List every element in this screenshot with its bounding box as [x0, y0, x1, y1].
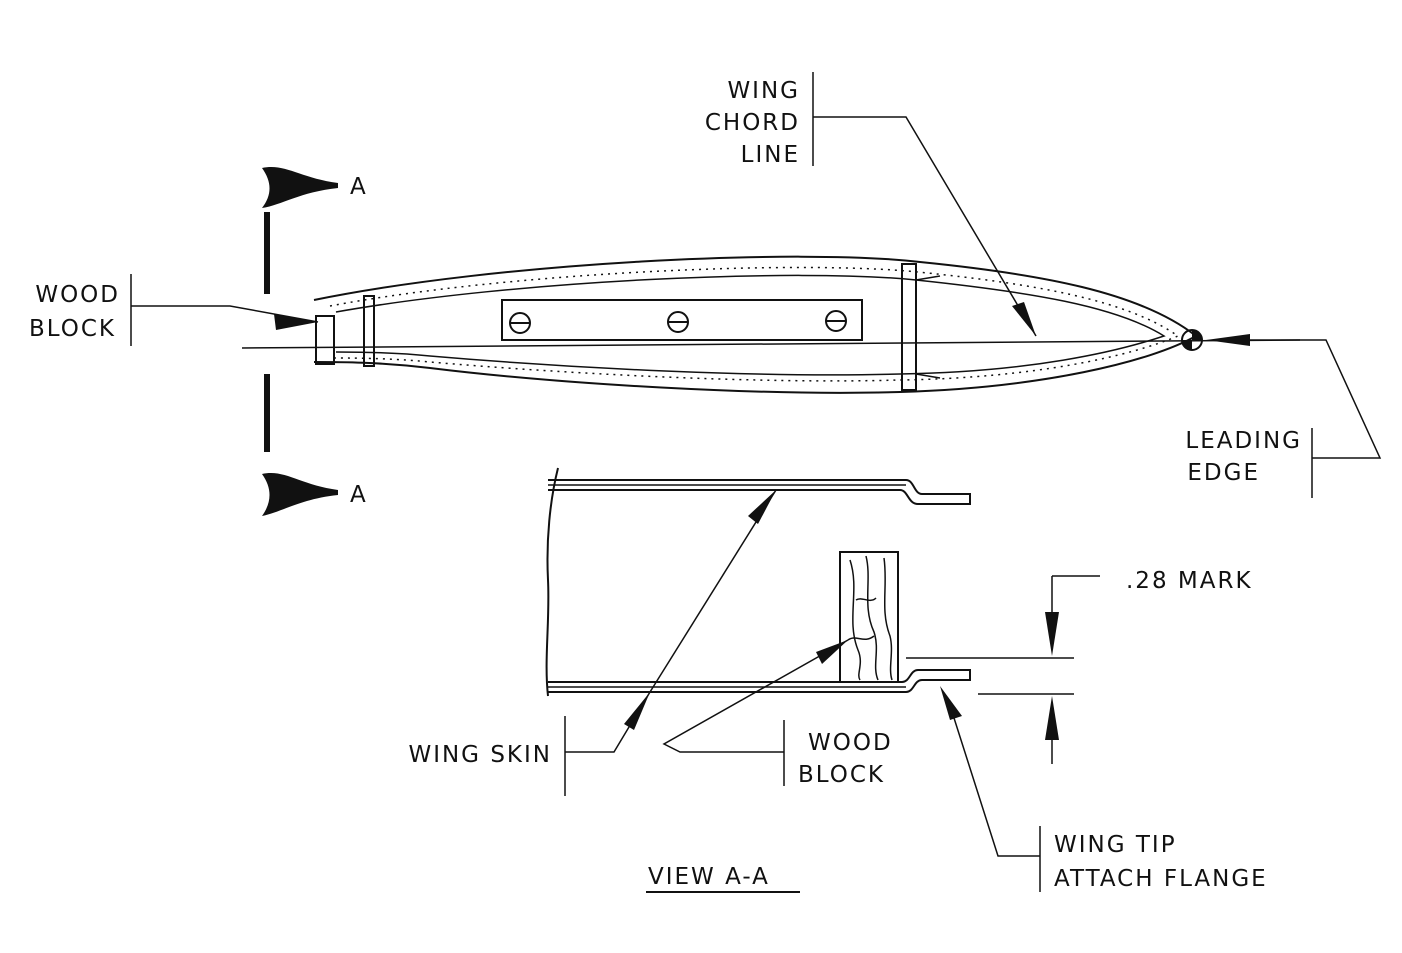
wood-block-top-line2: BLOCK: [29, 316, 116, 342]
break-line: [545, 467, 559, 697]
leading-edge-callout: LEADING EDGE: [1185, 334, 1382, 498]
mark-label: .28 MARK: [1126, 568, 1253, 594]
wing-chord-label-line3: LINE: [741, 142, 800, 168]
wood-block-bottom-line1: WOOD: [808, 730, 893, 756]
airfoil-core-stipple: [329, 266, 1180, 382]
chord-line: [241, 339, 1301, 349]
wing-chord-line-callout: WING CHORD LINE: [705, 72, 1037, 337]
dimension-arrow-up-icon: [1045, 696, 1059, 740]
screw-icon: [509, 312, 531, 334]
section-arrow-top-icon: [262, 166, 338, 208]
wing-skin-label: WING SKIN: [408, 742, 552, 768]
hinge-plate: [501, 299, 863, 341]
rear-spar: [363, 295, 375, 367]
flange-label-line2: ATTACH FLANGE: [1054, 866, 1268, 892]
wing-skin-arrow-upper-icon: [748, 490, 776, 524]
section-label-a-bottom: A: [350, 482, 368, 508]
leading-edge-arrow-icon: [1206, 334, 1250, 346]
wing-skin-arrow-lower-icon: [624, 692, 650, 730]
lower-wing-skin: [548, 669, 971, 693]
wood-block-top-line1: WOOD: [35, 282, 120, 308]
airfoil-inner-skin: [335, 274, 1166, 376]
section-label-a-top: A: [350, 174, 368, 200]
section-arrow-bottom-icon: [262, 473, 338, 516]
section-cut-line: A A: [262, 166, 368, 516]
airfoil-outer-skin: [313, 255, 1198, 394]
leading-edge-label-line2: EDGE: [1187, 460, 1260, 486]
wood-block-top-arrow-icon: [274, 314, 318, 330]
wood-block: [839, 551, 899, 683]
view-title: VIEW A-A: [648, 864, 770, 890]
screw-icon: [825, 310, 847, 332]
wood-block-top-callout: WOOD BLOCK: [29, 274, 319, 346]
airfoil-section: [241, 255, 1301, 394]
dimension-arrow-down-icon: [1045, 612, 1059, 656]
trailing-wood-block: [315, 315, 335, 365]
leading-edge-label-line1: LEADING: [1185, 428, 1302, 454]
front-spar: [901, 263, 917, 391]
flange-label-line1: WING TIP: [1054, 832, 1177, 858]
wood-block-bottom-line2: BLOCK: [798, 762, 885, 788]
flange-arrow-icon: [940, 686, 962, 720]
wood-block-arrow-icon: [816, 640, 848, 664]
screw-icon: [667, 311, 689, 333]
view-a-a: .28 MARK WING SKIN WOOD BLOCK WING TIP A…: [408, 467, 1268, 893]
wing-chord-label-line1: WING: [727, 78, 800, 104]
wing-chord-label-line2: CHORD: [705, 110, 800, 136]
upper-wing-skin: [548, 479, 971, 505]
chord-arrow-icon: [1012, 302, 1036, 336]
